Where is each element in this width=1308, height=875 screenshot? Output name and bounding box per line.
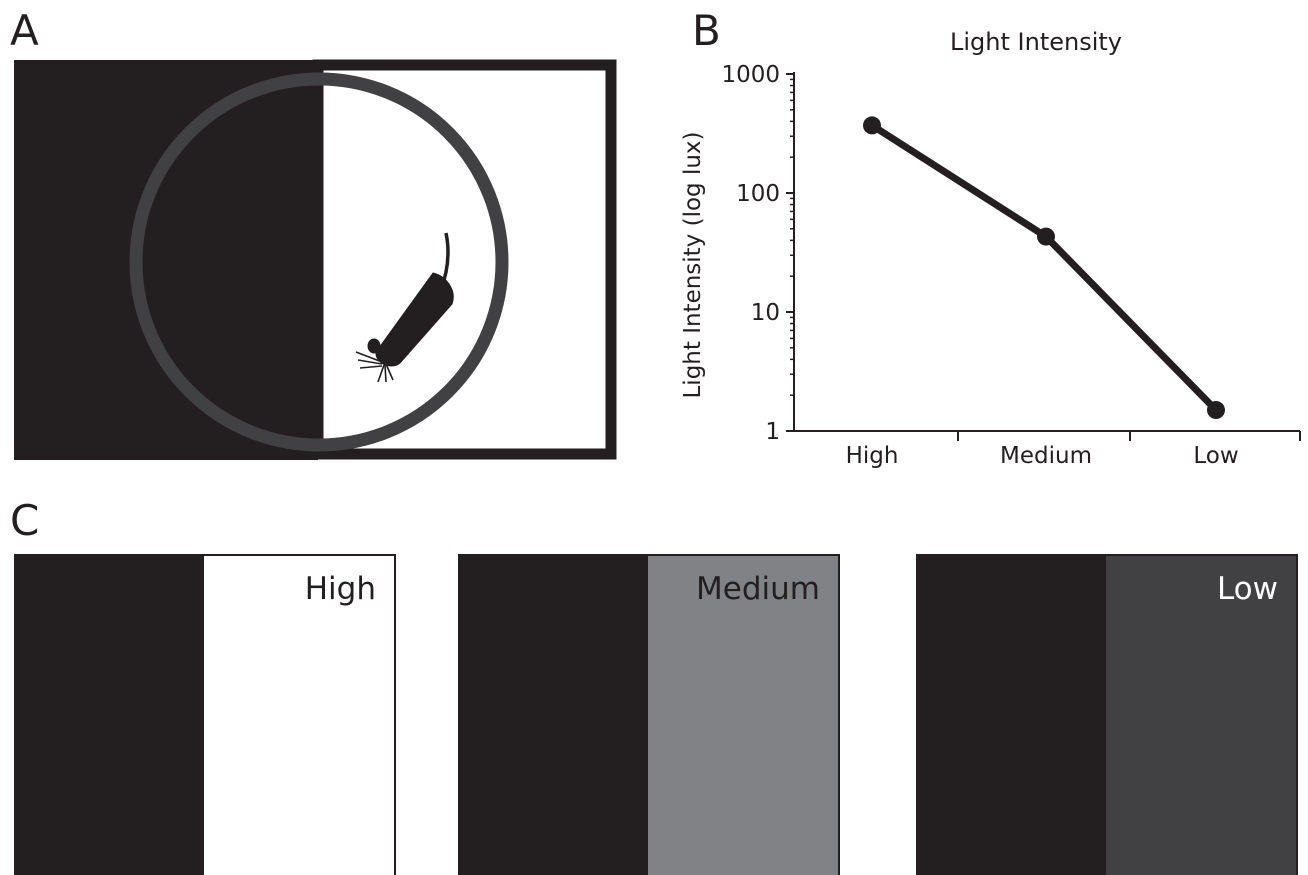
light-dark-box bbox=[14, 59, 617, 460]
chart-marks bbox=[863, 116, 1225, 420]
panel-a-label: A bbox=[10, 6, 39, 55]
intensity-box-low: Low bbox=[916, 554, 1298, 875]
dark-compartment bbox=[14, 60, 318, 460]
light-compartment bbox=[204, 556, 394, 875]
intensity-label: Low bbox=[1216, 571, 1278, 607]
intensity-label: Medium bbox=[696, 571, 820, 607]
intensity-box-medium: Medium bbox=[458, 554, 840, 875]
x-tick-label: Medium bbox=[1000, 443, 1092, 469]
series-line bbox=[870, 122, 1219, 413]
intensity-label: High bbox=[304, 571, 376, 607]
data-point bbox=[1037, 227, 1055, 246]
arena-circle-icon bbox=[129, 72, 509, 452]
data-point bbox=[1207, 401, 1225, 420]
x-tick-label: High bbox=[846, 443, 899, 469]
dark-compartment bbox=[918, 556, 1106, 875]
y-tick-label: 10 bbox=[751, 300, 780, 326]
light-compartment bbox=[1106, 556, 1296, 875]
light-compartment bbox=[312, 59, 617, 460]
intensity-box-high: High bbox=[14, 554, 396, 875]
y-tick-label: 100 bbox=[736, 181, 780, 207]
light-compartment bbox=[648, 556, 838, 875]
panel-c-label: C bbox=[10, 496, 40, 545]
chart-title: Light Intensity bbox=[950, 28, 1122, 56]
y-tick-label: 1 bbox=[765, 419, 780, 445]
dark-compartment bbox=[460, 556, 648, 875]
x-tick-label: Low bbox=[1193, 443, 1238, 469]
dark-compartment bbox=[16, 556, 204, 875]
y-tick-label: 1000 bbox=[721, 62, 780, 88]
mouse-icon bbox=[355, 232, 454, 383]
panel-b-label: B bbox=[692, 6, 721, 55]
y-axis-label: Light Intensity (log lux) bbox=[680, 131, 706, 398]
data-point bbox=[863, 116, 881, 135]
